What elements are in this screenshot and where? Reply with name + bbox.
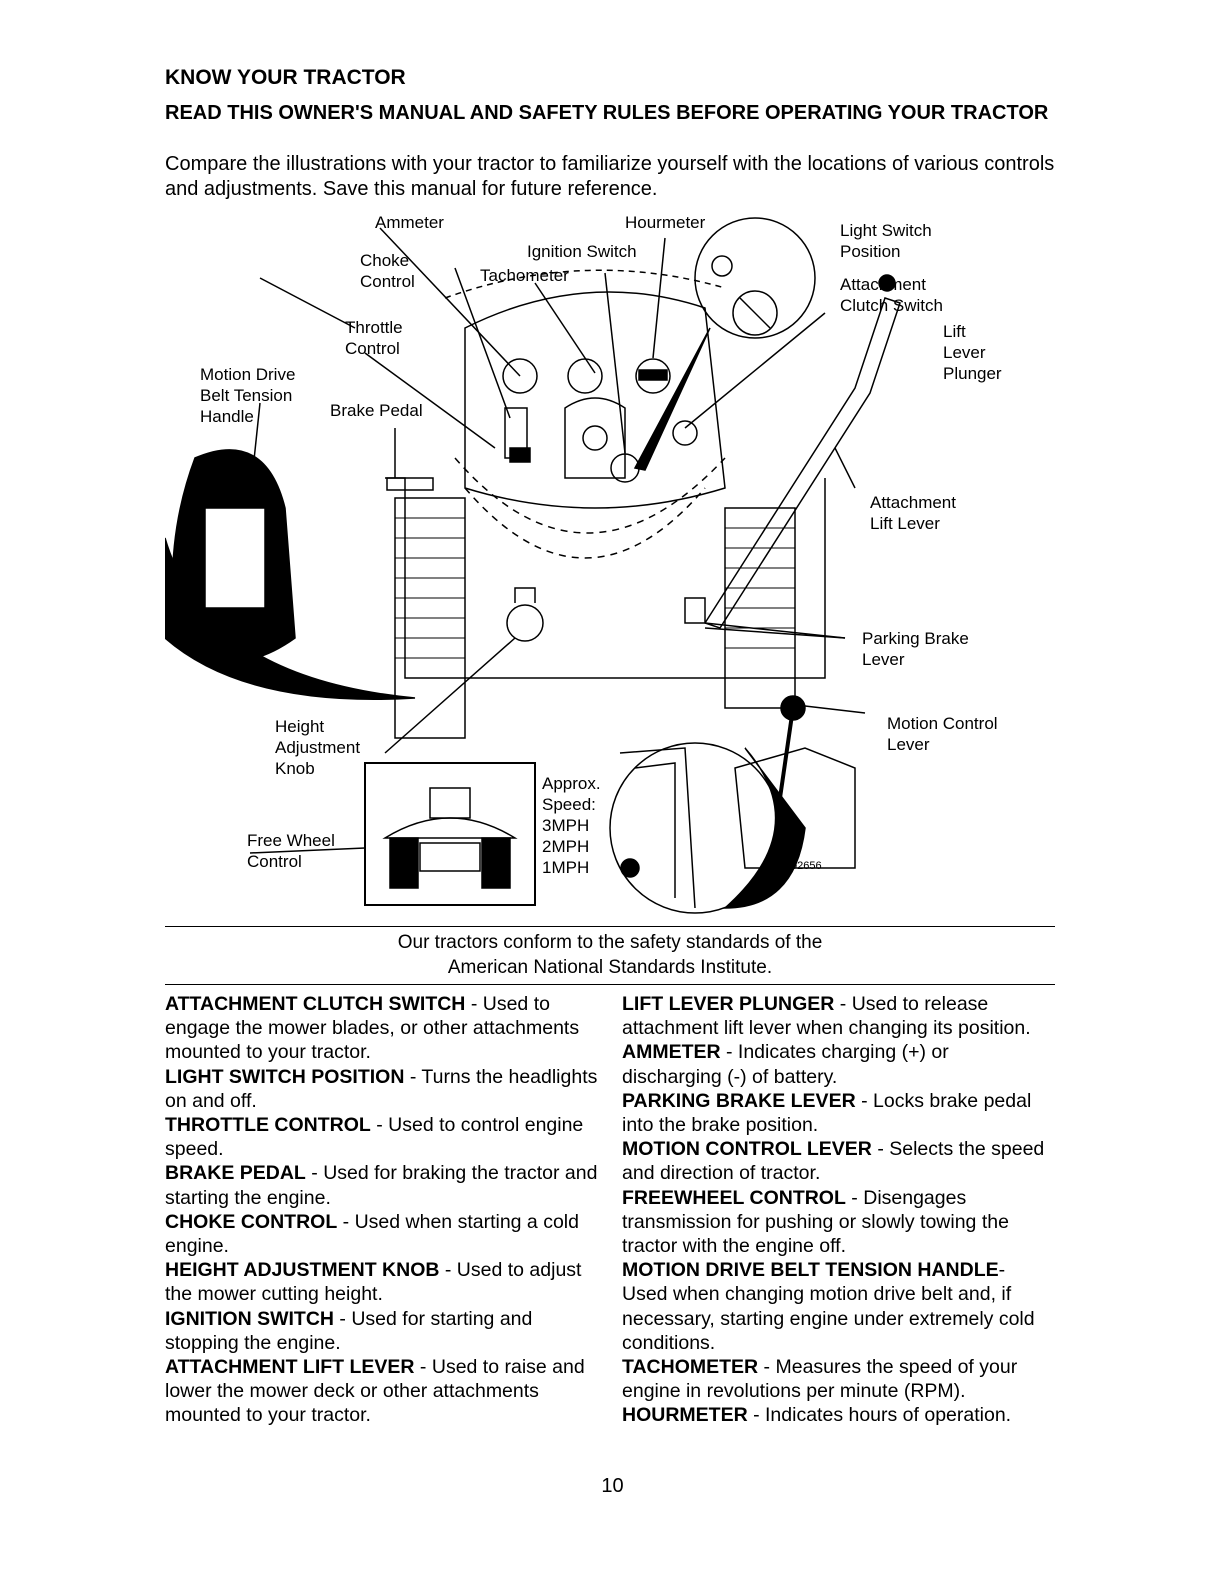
label-light-switch: Light Switch Position <box>840 221 932 261</box>
brake-pedal-shape <box>386 477 434 491</box>
divider-bottom <box>165 984 1055 985</box>
definition-entry: HOURMETER - Indicates hours of operation… <box>622 1404 1012 1427</box>
label-motion-control: Motion Control Lever <box>887 714 998 754</box>
label-ammeter: Ammeter <box>375 213 444 232</box>
definition-entry: ATTACHMENT LIFT LEVER - Used to raise an… <box>165 1356 585 1427</box>
inset-pointer <box>633 327 711 471</box>
definitions-left-column: ATTACHMENT CLUTCH SWITCH - Used to engag… <box>165 992 605 1428</box>
dashboard-outline <box>464 291 726 509</box>
definition-entry: ATTACHMENT CLUTCH SWITCH - Used to engag… <box>165 993 580 1064</box>
label-tachometer: Tachometer <box>480 266 569 285</box>
definition-entry: HEIGHT ADJUSTMENT KNOB - Used to adjust … <box>165 1259 582 1306</box>
definition-entry: MOTION CONTROL LEVER - Selects the speed… <box>622 1138 1045 1185</box>
dash-hood-curve <box>454 457 726 534</box>
label-attachment-lift: Attachment Lift Lever <box>870 493 956 533</box>
attachment-clutch-knob <box>672 420 698 446</box>
definition-entry: THROTTLE CONTROL - Used to control engin… <box>165 1114 584 1161</box>
label-choke: Choke Control <box>360 251 415 291</box>
intro-paragraph: Compare the illustrations with your trac… <box>165 153 1055 200</box>
definition-entry: LIFT LEVER PLUNGER - Used to release att… <box>622 993 1031 1040</box>
definition-entry: CHOKE CONTROL - Used when starting a col… <box>165 1210 579 1258</box>
conformance-line-1: Our tractors conform to the safety stand… <box>397 932 823 953</box>
ammeter-gauge <box>502 358 538 394</box>
label-free-wheel: Free Wheel Control <box>247 831 335 871</box>
page-number: 10 <box>601 1475 624 1497</box>
divider-top <box>165 926 1055 927</box>
tractor-controls-diagram: Ammeter Hourmeter Light Switch Position … <box>165 208 1060 918</box>
dash-top-curve <box>444 269 726 299</box>
height-knob-shape <box>506 604 544 642</box>
label-brake-pedal: Brake Pedal <box>330 401 423 420</box>
definition-entry: AMMETER - Indicates charging (+) or disc… <box>622 1041 949 1088</box>
definition-entry: PARKING BRAKE LEVER - Locks brake pedal … <box>622 1089 1032 1137</box>
hourmeter-gauge <box>635 358 671 394</box>
ansi-conformance-note: Our tractors conform to the safety stand… <box>165 930 1055 980</box>
page-title: KNOW YOUR TRACTOR <box>165 66 406 89</box>
label-hourmeter: Hourmeter <box>625 213 706 232</box>
definition-entry: LIGHT SWITCH POSITION - Turns the headli… <box>165 1065 598 1112</box>
free-wheel-box <box>364 762 536 906</box>
label-approx-speed: Approx. Speed: 3MPH 2MPH 1MPH <box>542 774 601 877</box>
figure-number: 02656 <box>791 860 822 872</box>
lift-lever-shape <box>703 297 901 629</box>
page-subtitle: READ THIS OWNER'S MANUAL AND SAFETY RULE… <box>165 102 1049 124</box>
conformance-line-2: American National Standards Institute. <box>447 957 773 978</box>
definition-entry: FREEWHEEL CONTROL - Disengages transmiss… <box>622 1186 1009 1258</box>
definition-entry: MOTION DRIVE BELT TENSION HANDLE- Used w… <box>622 1259 1035 1354</box>
label-throttle: Throttle Control <box>345 318 403 358</box>
label-height-knob: Height Adjustment Knob <box>275 717 361 778</box>
label-parking-brake: Parking Brake Lever <box>862 629 969 669</box>
definition-entry: BRAKE PEDAL - Used for braking the tract… <box>165 1162 598 1209</box>
label-ignition: Ignition Switch <box>527 242 637 261</box>
tractor-illustration <box>165 217 901 914</box>
light-switch-inset <box>694 217 816 339</box>
label-lift-plunger: Lift Lever Plunger <box>943 322 1002 383</box>
definition-entry: TACHOMETER - Measures the speed of your … <box>622 1356 1018 1403</box>
definition-entry: IGNITION SWITCH - Used for starting and … <box>165 1307 533 1354</box>
label-attachment-clutch: Attachment Clutch Switch <box>840 275 943 315</box>
tachometer-gauge <box>567 358 603 394</box>
definitions-right-column: LIFT LEVER PLUNGER - Used to release att… <box>622 992 1052 1428</box>
label-motion-drive: Motion Drive Belt Tension Handle <box>200 365 296 426</box>
